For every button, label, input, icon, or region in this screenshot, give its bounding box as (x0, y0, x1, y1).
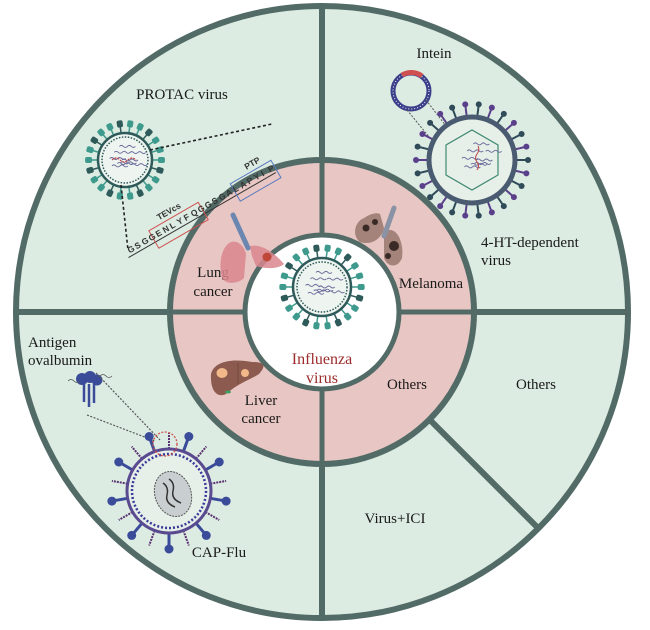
virus-spike-head (280, 294, 289, 302)
virus-spike-head (343, 253, 352, 262)
virus-spike-head (355, 294, 364, 302)
virus-spike-head (292, 253, 301, 262)
virus-spike-head (279, 284, 287, 290)
virus-spike-head (302, 247, 310, 256)
liver-cancer-label-2: cancer (241, 411, 280, 427)
cap-flu-label: CAP-Flu (192, 545, 247, 561)
virus-spike-head (116, 120, 124, 128)
lung-cancer-label-2: cancer (193, 284, 232, 300)
virus-spike-head (90, 176, 99, 184)
sequence-letter: G (196, 203, 207, 215)
inner-dividers (170, 160, 474, 464)
virus-spike-head (86, 166, 94, 174)
virus-spike-head (302, 318, 310, 327)
sequence-letter: L (168, 220, 178, 231)
virus-spike-head (357, 284, 365, 290)
ptp-box (229, 159, 282, 202)
sequence-letter: E (154, 227, 164, 239)
4ht-label-1: 4-HT-dependent (481, 235, 580, 251)
virus-spike-head (156, 166, 164, 174)
virus-spike-head (334, 318, 342, 327)
sequence-letter: G (140, 235, 151, 247)
center-label-line2: virus (306, 370, 338, 387)
virus-spike-head (343, 312, 352, 321)
liver-cancer-label-1: Liver (245, 393, 277, 409)
virus-spike-head (145, 128, 153, 137)
virus-spike-head (106, 189, 114, 197)
virus-spike-head (90, 136, 99, 144)
virus-spike-head (97, 128, 105, 137)
4ht-label-2: virus (481, 253, 511, 269)
virus-spike-head (280, 272, 289, 280)
lung-icon (220, 212, 284, 283)
sequence-letter: I (259, 168, 266, 178)
virus-spike-head (324, 322, 331, 330)
sequence-letter: A (238, 179, 248, 191)
sequence-letter: G (203, 199, 214, 211)
antigen-label-1: Antigen (28, 335, 77, 351)
melanoma-lung-icon (355, 205, 403, 266)
sequence-letter: G (147, 231, 158, 243)
virus-spike-head (86, 146, 94, 154)
sequence-letter: N (161, 223, 171, 235)
outer-dividers (16, 6, 628, 618)
virus-spike-head (313, 244, 320, 252)
virus-spike-head (85, 157, 93, 163)
virus-spike-head (136, 123, 144, 131)
cap-flu-virus-icon (107, 431, 231, 554)
protac-virus-icon (85, 120, 165, 200)
sequence-letter: S (133, 240, 143, 252)
virus-spike-head (292, 312, 301, 321)
inner-others-label: Others (387, 377, 427, 393)
protac-virus-label: PROTAC virus (136, 87, 228, 103)
sequence-letter: P (245, 175, 255, 187)
virus-spike-head (145, 183, 153, 192)
virus-spike-head (351, 304, 359, 312)
intein-label: Intein (417, 46, 452, 62)
virus-spike-head (106, 123, 114, 131)
ovalbumin-antigen-icon (67, 371, 161, 442)
sequence-letter: A (224, 187, 234, 199)
virus-spike-head (126, 120, 134, 128)
sequence-letter: P (266, 163, 276, 175)
sequence-letter: S (210, 195, 220, 207)
liver-icon (210, 360, 264, 396)
virus-spike-head (116, 192, 124, 200)
virus-ici-label: Virus+ICI (365, 511, 426, 527)
outer-others-label: Others (516, 377, 556, 393)
sequence-letter: G (126, 243, 137, 255)
virus-spike-head (157, 157, 165, 163)
4ht-virus-icon (413, 101, 531, 219)
virus-spike-head (334, 247, 342, 256)
virus-spike-head (151, 176, 160, 184)
virus-spike-head (285, 304, 293, 312)
virus-spike-head (313, 322, 320, 330)
sequence-letter: G (217, 190, 228, 202)
sequence-letter: Q (189, 207, 200, 219)
virus-spike-head (136, 189, 144, 197)
sequence-letter: Y (175, 215, 185, 227)
virus-spike-head (151, 136, 160, 144)
tev-cleavage-site-box (148, 201, 209, 249)
virus-spike-head (351, 262, 359, 270)
virus-spike-head (324, 244, 331, 252)
antigen-label-2: ovalbumin (28, 353, 93, 369)
virus-spike-head (285, 262, 293, 270)
divider-diagonal (426, 416, 542, 532)
sequence-letter: Y (252, 171, 262, 183)
virus-spike-head (97, 183, 105, 192)
sequence-letter: L (231, 183, 241, 194)
antigen-highlight-circle (152, 431, 178, 457)
virus-spike-head (126, 192, 134, 200)
sequence-letter: F (182, 212, 192, 223)
center-label-line1: Influenza (292, 351, 352, 368)
melanoma-label: Melanoma (399, 276, 463, 292)
influenza-virus-icon (279, 244, 365, 330)
virus-spike-head (355, 272, 364, 280)
